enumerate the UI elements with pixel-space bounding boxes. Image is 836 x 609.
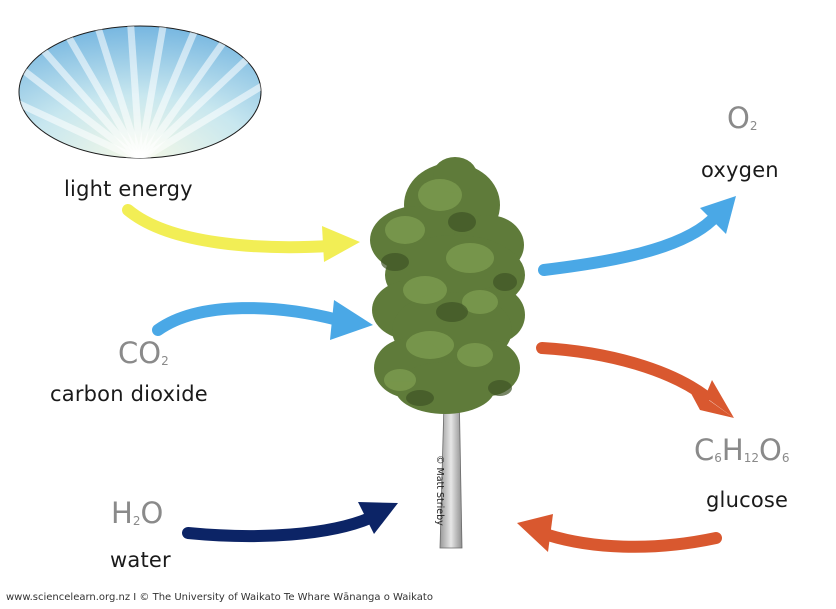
oxygen-label: oxygen [701,158,779,182]
h2o-formula: H2O [111,496,164,530]
footer-copyright: www.sciencelearn.org.nz I © The Universi… [6,592,433,603]
oxygen-arrow [538,196,736,276]
o2-formula: O2 [727,101,758,135]
co2-formula: CO2 [118,336,169,370]
glucose-label: glucose [706,488,789,512]
glucose-arrow [536,342,734,418]
water-arrow [182,502,398,543]
carbon-dioxide-label: carbon dioxide [50,382,208,406]
tree-icon [370,157,525,549]
water-label: water [110,548,171,572]
glucose-formula: C6H12O6 [694,433,790,467]
carbon-dioxide-arrow [152,300,373,340]
light-energy-arrow [122,204,360,262]
glucose-return-arrow [517,514,722,553]
sun-icon [18,25,262,159]
illustrator-credit: © Matt Strieby [434,455,445,526]
light-energy-label: light energy [64,177,193,201]
